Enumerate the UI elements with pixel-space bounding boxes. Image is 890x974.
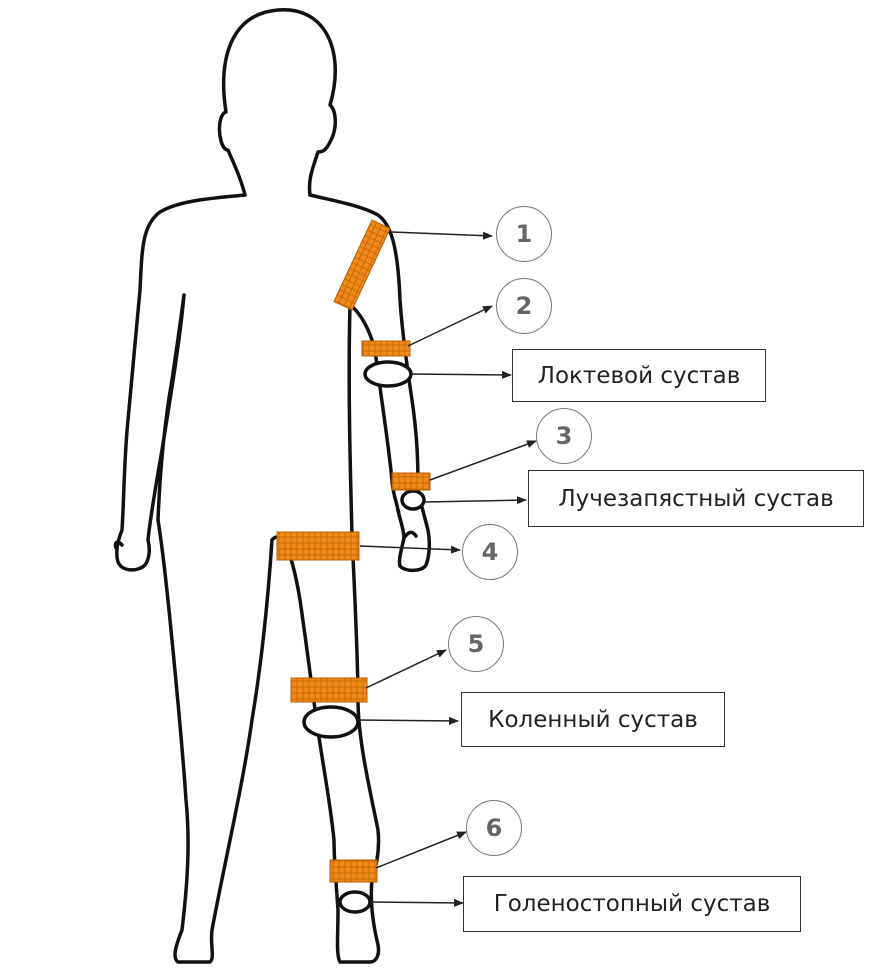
- arrow-6: [376, 832, 466, 868]
- arrow-2: [408, 306, 492, 346]
- ankle-ring: [340, 892, 370, 912]
- elbow-ring: [365, 362, 411, 386]
- arrow-knee: [358, 720, 458, 721]
- arrow-wrist: [424, 500, 526, 502]
- sensor-2: [362, 341, 410, 356]
- arrow-1: [392, 232, 492, 236]
- arrow-4: [360, 546, 460, 550]
- marker-4: 4: [462, 524, 518, 580]
- marker-2: 2: [496, 278, 552, 334]
- label-wrist-joint: Лучезапястный сустав: [528, 470, 864, 527]
- arrow-ankle: [370, 902, 463, 903]
- sensor-bands: [277, 220, 430, 882]
- marker-3: 3: [536, 408, 592, 464]
- sensor-4: [277, 532, 359, 560]
- arrow-3: [430, 441, 536, 480]
- sensor-3: [392, 473, 430, 490]
- sensor-5: [291, 678, 367, 702]
- arrow-elbow: [411, 374, 511, 375]
- sensor-6: [330, 860, 377, 882]
- knee-ring: [304, 707, 358, 737]
- marker-5: 5: [448, 616, 504, 672]
- label-ankle-joint: Голеностопный сустав: [463, 876, 801, 932]
- sensor-1: [334, 220, 390, 310]
- joint-rings: [304, 362, 424, 912]
- label-knee-joint: Коленный сустав: [461, 692, 725, 747]
- wrist-ring: [402, 491, 424, 509]
- human-silhouette: [115, 10, 429, 962]
- arrow-5: [366, 650, 446, 688]
- marker-6: 6: [466, 800, 522, 856]
- label-elbow-joint: Локтевой сустав: [512, 349, 766, 402]
- marker-1: 1: [496, 206, 552, 262]
